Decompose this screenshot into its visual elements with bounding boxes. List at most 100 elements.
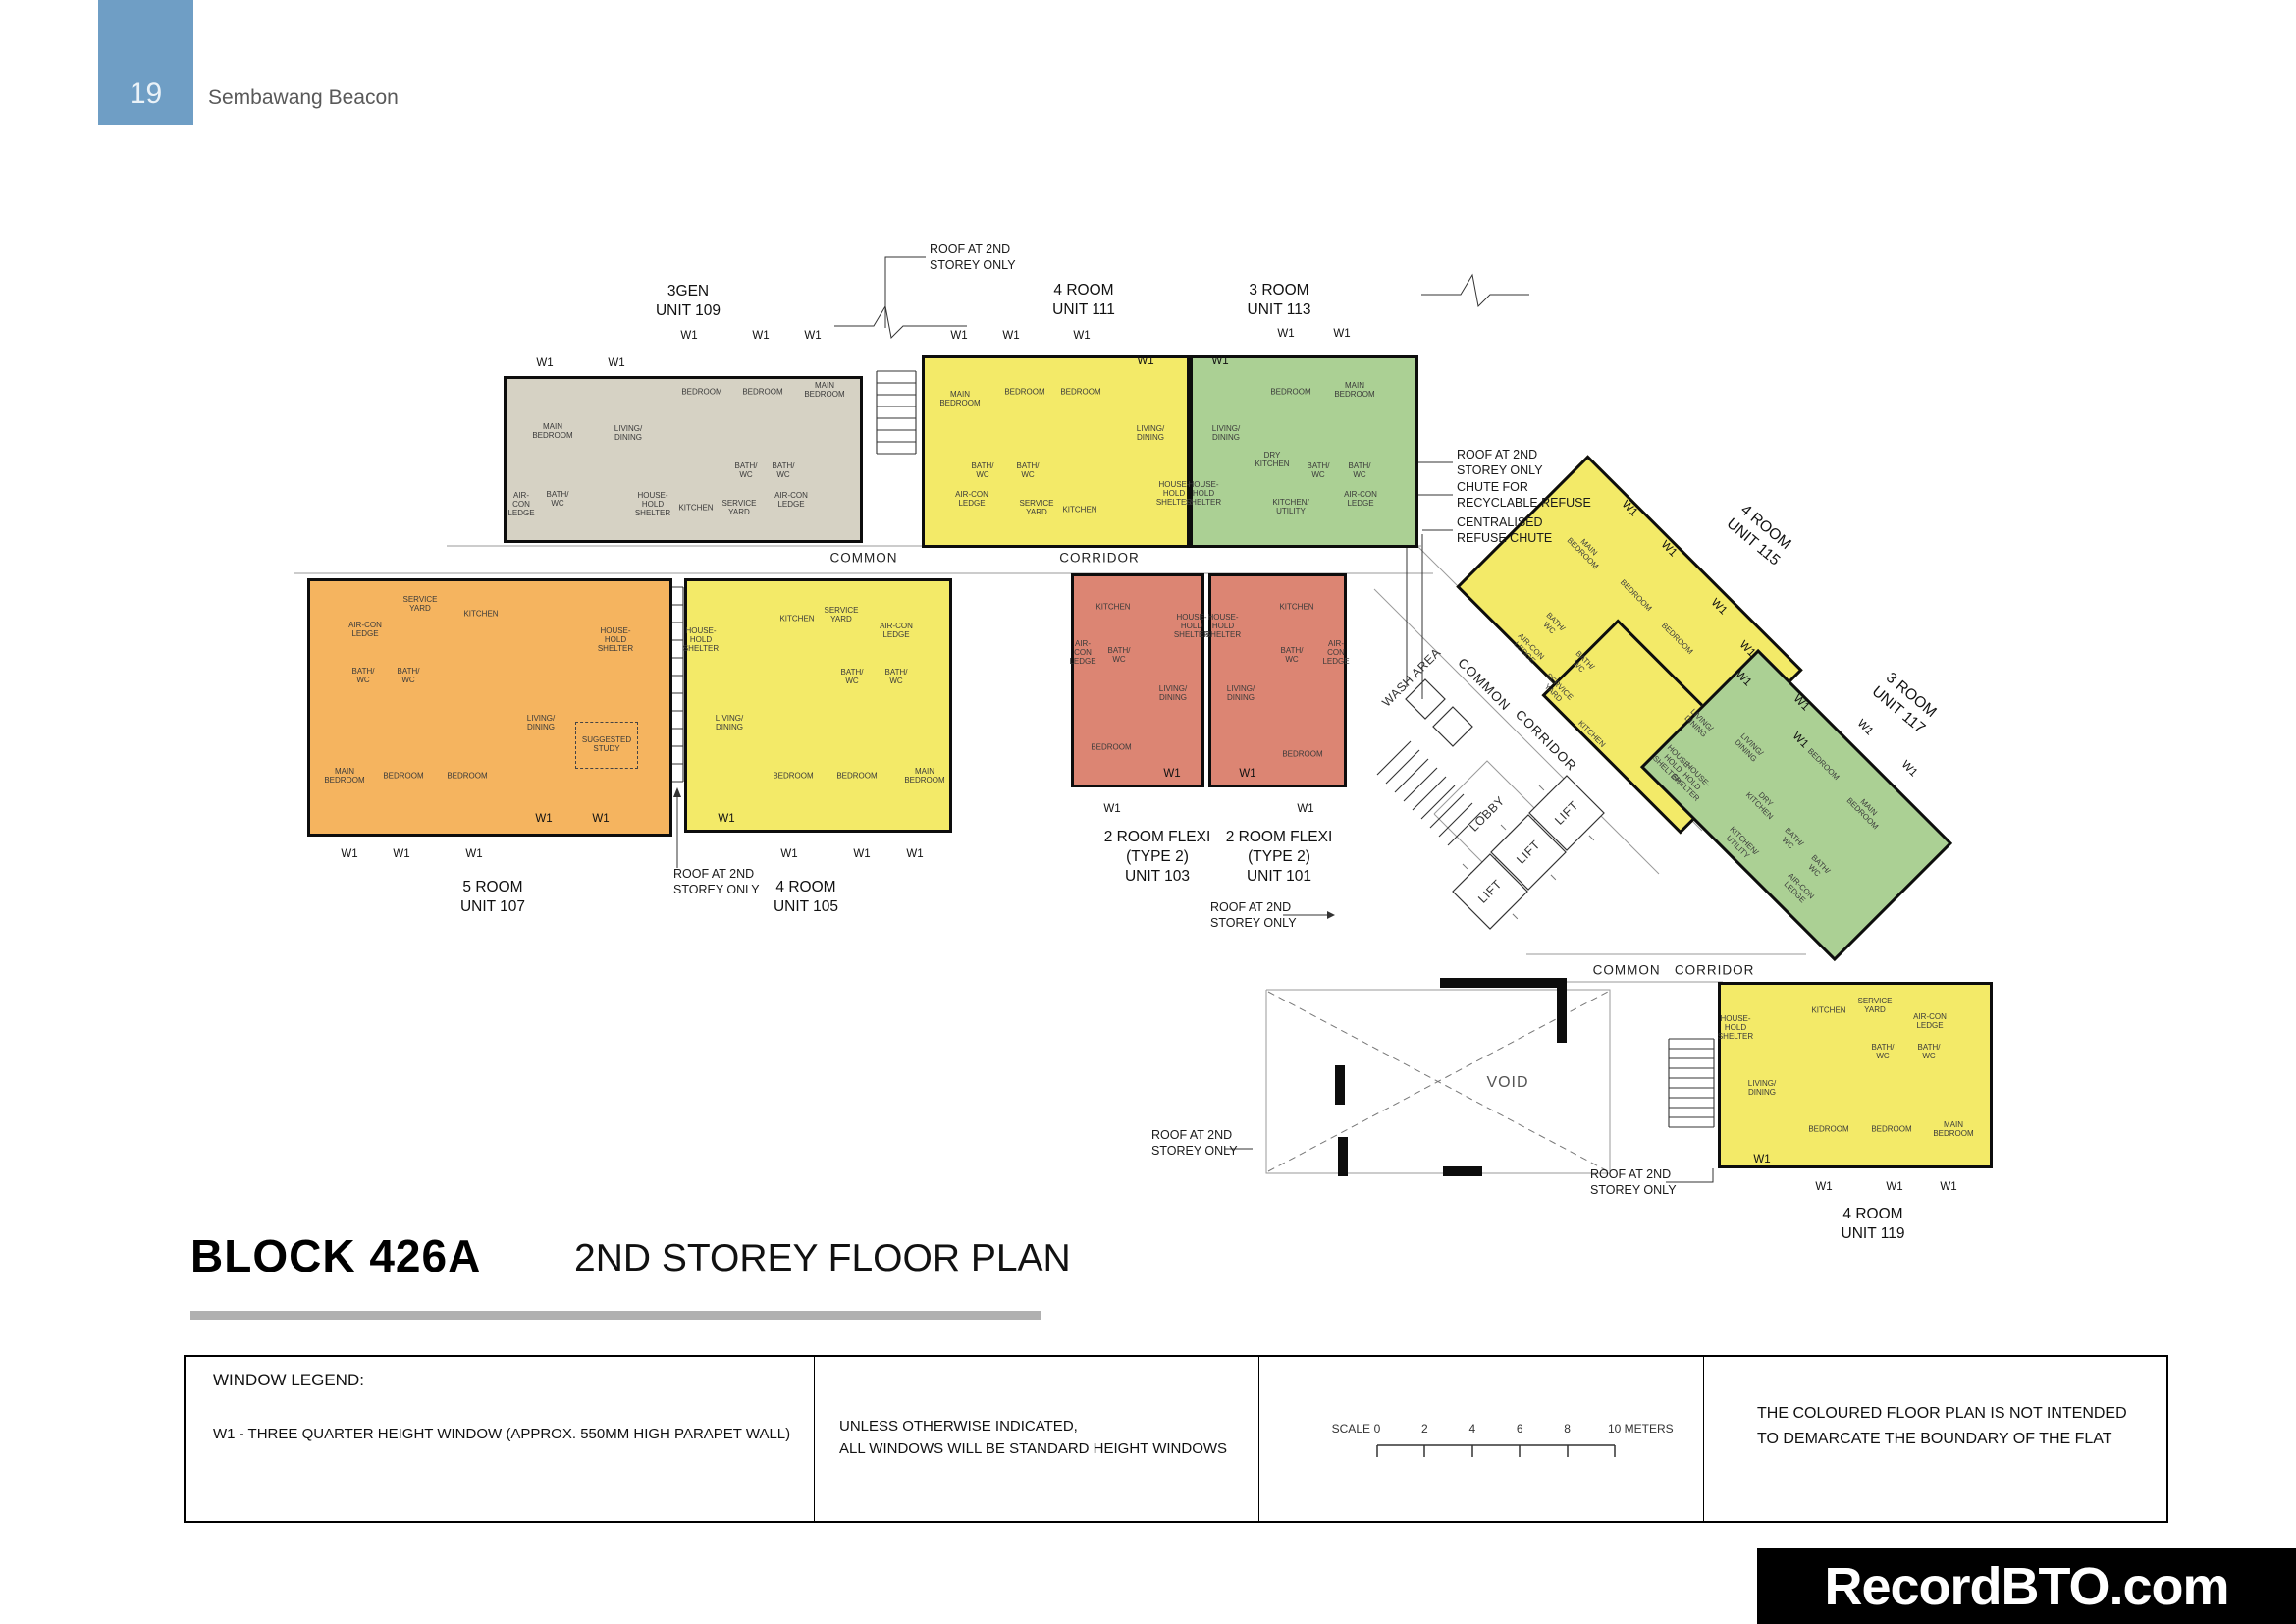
window-label-w1: W1 bbox=[1137, 355, 1154, 367]
room-label: SERVICE YARD bbox=[402, 595, 438, 613]
annotation-label: ROOF AT 2ND STOREY ONLY bbox=[930, 242, 1016, 272]
window-label-w1: W1 bbox=[1239, 768, 1256, 780]
room-label: AIR-CON LEDGE bbox=[348, 621, 382, 638]
area-label-lift: LIFT bbox=[1552, 798, 1581, 828]
legend-box bbox=[184, 1355, 2168, 1523]
annotation-label: ROOF AT 2ND STOREY ONLY bbox=[1590, 1166, 1677, 1197]
window-label-w1: W1 bbox=[752, 330, 770, 342]
window-label-w1: W1 bbox=[950, 330, 968, 342]
project-name: Sembawang Beacon bbox=[208, 86, 399, 109]
room-label: KITCHEN bbox=[463, 609, 499, 619]
room-label: KITCHEN bbox=[678, 503, 714, 513]
room-label: KITCHEN bbox=[1279, 602, 1314, 612]
window-label-w1: W1 bbox=[718, 813, 735, 825]
area-label-lift: LIFT bbox=[1514, 838, 1543, 867]
room-label: SERVICE YARD bbox=[721, 499, 757, 516]
unit-101-outline bbox=[1208, 573, 1347, 787]
room-label: BATH/ WC bbox=[772, 461, 795, 479]
room-label: BATH/ WC bbox=[1871, 1043, 1895, 1060]
window-label-w1: W1 bbox=[1898, 758, 1920, 780]
legend-divider bbox=[1703, 1355, 1704, 1523]
window-label-w1: W1 bbox=[680, 330, 698, 342]
scale-tick-label: 2 bbox=[1421, 1422, 1428, 1435]
room-label: BATH/ WC bbox=[1348, 461, 1371, 479]
room-label: SERVICE YARD bbox=[1019, 499, 1054, 516]
room-label: MAIN BEDROOM bbox=[532, 422, 573, 440]
room-label: AIR- CON LEDGE bbox=[507, 490, 535, 517]
room-label: BEDROOM bbox=[1270, 387, 1311, 397]
corridor-label: CORRIDOR bbox=[1059, 550, 1140, 566]
room-label: LIVING/ DINING bbox=[715, 714, 744, 731]
storey-title: 2ND STOREY FLOOR PLAN bbox=[574, 1237, 1071, 1279]
room-label: LIVING/ DINING bbox=[1226, 684, 1255, 702]
void-label: VOID bbox=[1486, 1074, 1529, 1091]
unit-111-label: 4 ROOM UNIT 111 bbox=[1052, 281, 1115, 318]
room-label: SUGGESTED STUDY bbox=[581, 735, 632, 753]
window-label-w1: W1 bbox=[1103, 803, 1121, 815]
window-label-w1: W1 bbox=[1002, 330, 1020, 342]
room-label: HOUSE- HOLD SHELTER bbox=[1204, 612, 1242, 639]
room-label: BATH/ WC bbox=[1917, 1043, 1941, 1060]
legend-window-note: UNLESS OTHERWISE INDICATED, ALL WINDOWS … bbox=[839, 1418, 1228, 1458]
unit-109-label: 3GEN UNIT 109 bbox=[655, 282, 721, 319]
room-label: AIR- CON LEDGE bbox=[1069, 638, 1096, 666]
room-label: BATH/ WC bbox=[546, 490, 569, 508]
scale-tick-label: 10 METERS bbox=[1608, 1422, 1674, 1435]
annotation-label: ROOF AT 2ND STOREY ONLY bbox=[1210, 899, 1297, 930]
room-label: BEDROOM bbox=[1004, 387, 1045, 397]
unit-107-outline bbox=[307, 578, 672, 837]
room-label: BEDROOM bbox=[773, 771, 814, 781]
room-label: MAIN BEDROOM bbox=[1334, 381, 1375, 399]
room-label: BEDROOM bbox=[1871, 1124, 1912, 1134]
suggested-study-outline bbox=[575, 722, 638, 769]
room-label: HOUSE- HOLD SHELTER bbox=[682, 625, 720, 653]
corridor-label: COMMON CORRIDOR bbox=[1592, 962, 1755, 978]
room-label: HOUSE- HOLD SHELTER bbox=[1717, 1013, 1754, 1041]
window-label-w1: W1 bbox=[1753, 1154, 1771, 1165]
unit-117-label: 3 ROOM UNIT 117 bbox=[1868, 669, 1940, 737]
legend-divider bbox=[1258, 1355, 1259, 1523]
room-label: BATH/ WC bbox=[1107, 646, 1131, 664]
room-label: BATH/ WC bbox=[840, 668, 864, 685]
room-label: HOUSE- HOLD SHELTER bbox=[634, 490, 671, 517]
room-label: HOUSE- HOLD SHELTER bbox=[1185, 479, 1222, 507]
room-label: HOUSE- HOLD SHELTER bbox=[1155, 479, 1193, 507]
room-label: AIR-CON LEDGE bbox=[774, 491, 808, 509]
unit-105-outline bbox=[684, 578, 952, 833]
window-label-w1: W1 bbox=[393, 848, 410, 860]
unit-119-outline bbox=[1718, 982, 1993, 1168]
corridor-label: COMMON bbox=[1455, 655, 1514, 714]
block-title: BLOCK 426A bbox=[190, 1230, 482, 1281]
room-label: KITCHEN/ UTILITY bbox=[1272, 498, 1309, 515]
legend-heading: WINDOW LEGEND: bbox=[213, 1371, 364, 1389]
room-label: BEDROOM bbox=[1060, 387, 1101, 397]
scale-tick-label: 8 bbox=[1564, 1422, 1571, 1435]
watermark-text: RecordBTO.com bbox=[1824, 1556, 2229, 1616]
room-label: SERVICE YARD bbox=[824, 606, 859, 623]
window-label-w1: W1 bbox=[341, 848, 358, 860]
room-label: MAIN BEDROOM bbox=[324, 767, 365, 785]
window-label-w1: W1 bbox=[1297, 803, 1314, 815]
window-label-w1: W1 bbox=[1333, 328, 1351, 340]
room-label: DRY KITCHEN bbox=[1255, 451, 1290, 468]
room-label: SERVICE YARD bbox=[1857, 997, 1893, 1014]
room-label: BEDROOM bbox=[1282, 749, 1323, 759]
unit-115-label: 4 ROOM UNIT 115 bbox=[1723, 501, 1794, 569]
window-label-w1: W1 bbox=[465, 848, 483, 860]
window-label-w1: W1 bbox=[535, 813, 553, 825]
window-label-w1: W1 bbox=[853, 848, 871, 860]
room-label: BATH/ WC bbox=[884, 668, 908, 685]
window-label-w1: W1 bbox=[1940, 1181, 1957, 1193]
room-label: BEDROOM bbox=[447, 771, 488, 781]
room-label: BATH/ WC bbox=[1280, 646, 1304, 664]
legend-boundary-note: THE COLOURED FLOOR PLAN IS NOT INTENDED … bbox=[1757, 1405, 2127, 1447]
room-label: MAIN BEDROOM bbox=[939, 390, 981, 407]
room-label: BATH/ WC bbox=[397, 667, 420, 684]
window-label-w1: W1 bbox=[1211, 355, 1229, 367]
room-label: KITCHEN bbox=[1095, 602, 1131, 612]
unit-103-outline bbox=[1071, 573, 1204, 787]
scale-tick-label: 4 bbox=[1468, 1422, 1476, 1435]
legend-divider bbox=[814, 1355, 815, 1523]
window-label-w1: W1 bbox=[608, 357, 625, 369]
